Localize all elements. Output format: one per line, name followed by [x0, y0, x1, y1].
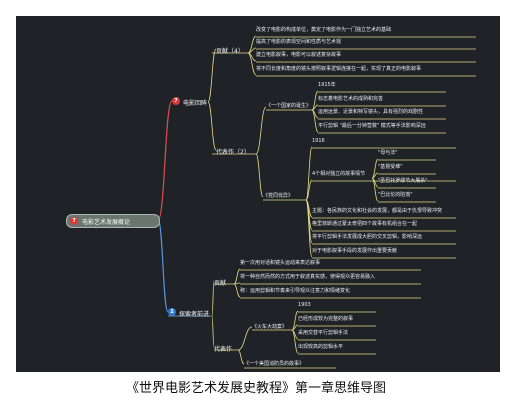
- contrib-item: 改变了电影的构成单位，奠定了电影作为一门独立艺术的基础: [256, 27, 392, 33]
- contrib-item: 提高了电影的表现空间和性质与艺术观: [256, 39, 342, 45]
- work-2-subitem: "圣巴托罗缪节大屠杀": [378, 178, 428, 184]
- connector-line: [211, 315, 215, 348]
- work-3-title[interactable]: 《火车大劫案》: [252, 324, 288, 330]
- contrib2-item: 将一种自然而然的方式用于叙述真实感，使得观众更容易融入: [240, 274, 376, 280]
- work-2-subitem: "基督受难": [378, 164, 403, 170]
- connector-line: [233, 283, 241, 298]
- branch-second-badge: 2: [168, 308, 176, 316]
- connector-line: [305, 199, 313, 258]
- work-2-item: 1916: [312, 138, 325, 144]
- work-3-item: 采用交替平行剪辑手法: [298, 330, 349, 336]
- group-contrib-label[interactable]: 贡献（4）: [216, 48, 244, 55]
- connector-line: [207, 101, 217, 151]
- work-2-title[interactable]: 《党同伐异》: [263, 193, 294, 199]
- connector-line: [237, 326, 253, 351]
- connector-line: [305, 179, 313, 201]
- connector-line: [247, 52, 257, 76]
- connector-line: [207, 48, 217, 103]
- connector-line: [371, 177, 379, 202]
- work-1-item: 运用远景、近景和特写镜头，具有强烈的戏剧性: [318, 109, 424, 115]
- contrib-item: 建立电影叙事，电影可以叙述复杂故事: [256, 52, 342, 58]
- connector-line: [157, 219, 169, 313]
- work-2-item: 4个相对独立的故事情节: [312, 171, 366, 177]
- work-3-item: 1903: [298, 302, 311, 308]
- connector-lines: [157, 35, 476, 369]
- work-2-item: 对于电影叙事手段的发展作出重要贡献: [312, 248, 398, 254]
- connector-line: [237, 349, 245, 365]
- group-contrib2-label[interactable]: 贡献: [214, 280, 227, 287]
- branch-second-label[interactable]: 探索者前进: [179, 311, 210, 318]
- root-priority-badge: 7: [70, 217, 78, 225]
- work-3-item: 已经形成较为完整的叙事: [298, 316, 354, 322]
- connector-line: [255, 106, 267, 155]
- connector-line: [233, 268, 241, 285]
- work-4-title[interactable]: 《一个美国消防员的故事》: [244, 361, 305, 367]
- work-1-item: 1915年: [318, 82, 336, 88]
- root-label: 电影艺术发展概论: [82, 219, 131, 226]
- figure-caption: 《世界电影艺术发展史教程》第一章思维导图: [125, 381, 386, 396]
- work-2-subitem: "母与法": [378, 150, 398, 156]
- root-node[interactable]: 7 电影艺术发展概论: [66, 214, 160, 228]
- connector-line: [211, 280, 215, 317]
- connector-line: [255, 153, 264, 198]
- work-3-item: 出现较高的剪辑水平: [298, 344, 344, 350]
- work-1-item: 平行剪辑 "最后一分钟营救" 模式等手法影响深远: [318, 123, 426, 129]
- connector-line: [291, 329, 299, 354]
- work-1-item: 标志着电影艺术的成熟和完善: [318, 96, 384, 102]
- work-2-item: 主题：各民族的文化和社会的发展，都是由于仇恨导致冲突: [312, 208, 443, 214]
- work-2-item: 格里菲斯通过蒙太奇把四个故事有机组合在一起: [312, 221, 418, 227]
- work-2-item: 将平行剪辑手法发展成大胆的交叉剪辑，影响深远: [312, 234, 423, 240]
- connector-line: [157, 100, 173, 221]
- work-2-subitem: "巴比伦的陷落": [378, 192, 413, 198]
- branch-main-badge: 7: [172, 97, 180, 105]
- branch-main-label[interactable]: 电影回眸: [183, 100, 208, 107]
- group-works2-label[interactable]: 代表作: [214, 346, 233, 353]
- connector-line: [311, 109, 319, 133]
- connector-line: [305, 146, 313, 201]
- work-1-title[interactable]: 《一个国家的诞生》: [266, 103, 312, 109]
- contrib-item: 将不同长度和角度的镜头按照叙事逻辑连接在一起，实现了真正的电影叙事: [256, 66, 422, 72]
- group-works-label[interactable]: 代表作（2）: [216, 149, 250, 156]
- contrib2-item: 第一次用对话和镜头运动来表达叙事: [240, 260, 321, 266]
- contrib2-item: 称：运用剪辑和节奏来引导观众注意力和情绪变化: [240, 288, 351, 294]
- mindmap-canvas: 7 电影艺术发展概论 7 电影回眸 贡献（4） 改变了电影的构成单位，奠定了电影…: [16, 16, 500, 372]
